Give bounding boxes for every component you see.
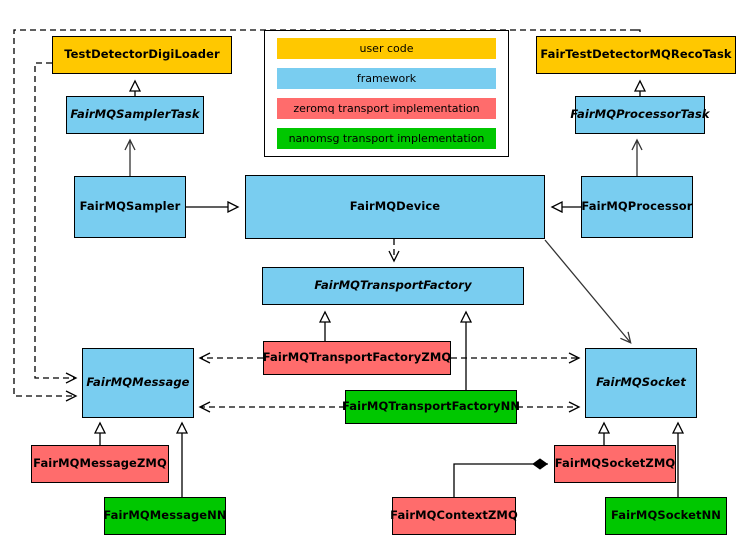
class-node-label: FairTestDetectorMQRecoTask (540, 47, 732, 62)
class-node-FairMQContextZMQ[interactable]: FairMQContextZMQ (390, 497, 518, 535)
class-node-label: FairMQProcessorTask (570, 107, 710, 122)
class-node-FairMQProcessor[interactable]: FairMQProcessor (581, 176, 693, 238)
legend-item-zeromq: zeromq transport implementation (277, 98, 496, 119)
class-node-label: FairMQDevice (349, 199, 441, 214)
legend-label-zeromq: zeromq transport implementation (293, 102, 480, 115)
color-legend: user code framework zeromq transport imp… (264, 30, 509, 157)
class-node-FairMQTransportFactoryZMQ[interactable]: FairMQTransportFactoryZMQ (263, 341, 451, 375)
class-node-label: FairMQSocketZMQ (554, 456, 676, 471)
legend-item-nanomsg: nanomsg transport implementation (277, 128, 496, 149)
class-node-FairMQSocketZMQ[interactable]: FairMQSocketZMQ (554, 445, 676, 483)
class-node-FairMQSocketNN[interactable]: FairMQSocketNN (605, 497, 727, 535)
class-node-label: FairMQSampler (79, 199, 181, 214)
class-node-FairMQDevice[interactable]: FairMQDevice (245, 175, 545, 239)
class-node-FairTestDetectorMQRecoTask[interactable]: FairTestDetectorMQRecoTask (536, 36, 736, 74)
class-node-FairMQProcessorTask[interactable]: FairMQProcessorTask (570, 96, 710, 134)
class-node-label: FairMQTransportFactory (314, 278, 472, 293)
class-node-label: FairMQTransportFactoryNN (341, 399, 521, 414)
legend-label-user-code: user code (359, 42, 414, 55)
legend-label-framework: framework (356, 72, 417, 85)
class-node-FairMQSamplerTask[interactable]: FairMQSamplerTask (66, 96, 204, 134)
class-node-FairMQSocket[interactable]: FairMQSocket (585, 348, 697, 418)
legend-label-nanomsg: nanomsg transport implementation (288, 132, 485, 145)
class-node-FairMQSampler[interactable]: FairMQSampler (74, 176, 186, 238)
class-node-label: FairMQMessageZMQ (33, 456, 167, 471)
class-node-FairMQTransportFactoryNN[interactable]: FairMQTransportFactoryNN (341, 390, 521, 424)
class-node-label: TestDetectorDigiLoader (64, 47, 220, 62)
legend-item-framework: framework (277, 68, 496, 89)
class-node-label: FairMQSocketNN (610, 508, 722, 523)
class-node-FairMQMessage[interactable]: FairMQMessage (82, 348, 194, 418)
class-node-TestDetectorDigiLoader[interactable]: TestDetectorDigiLoader (52, 36, 232, 74)
class-node-FairMQMessageZMQ[interactable]: FairMQMessageZMQ (31, 445, 169, 483)
class-node-label: FairMQTransportFactoryZMQ (262, 350, 452, 365)
class-node-label: FairMQProcessor (581, 199, 693, 214)
class-node-label: FairMQMessage (86, 375, 190, 390)
legend-item-user-code: user code (277, 38, 496, 59)
class-node-label: FairMQSamplerTask (70, 107, 200, 122)
class-node-label: FairMQMessageNN (103, 508, 227, 523)
class-node-FairMQTransportFactory[interactable]: FairMQTransportFactory (262, 267, 524, 305)
class-node-label: FairMQContextZMQ (390, 508, 518, 523)
class-node-label: FairMQSocket (596, 375, 686, 390)
edge-contextzmq-socketzmq (453, 458, 548, 497)
edge-device-socket (544, 239, 632, 344)
class-node-FairMQMessageNN[interactable]: FairMQMessageNN (103, 497, 227, 535)
